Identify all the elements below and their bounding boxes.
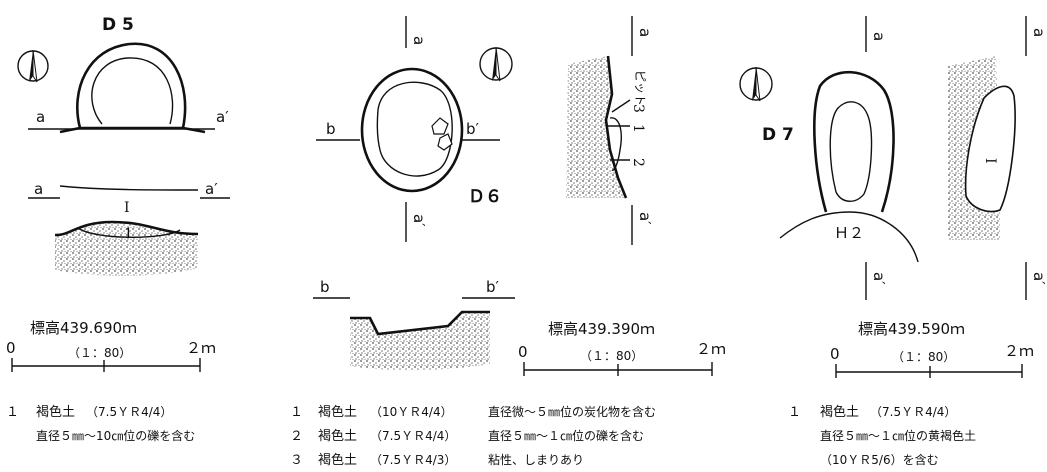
d7-h2-label: Ｈ２ [834, 224, 864, 242]
d7-legend-note: 直径５㎜～１㎝位の黄褐色土 [820, 428, 976, 443]
d5-sec-a2-label: a′ [205, 180, 218, 198]
d6-legend-num-3: ３ [290, 453, 303, 468]
panel-d5: D 5 a a′ a a′ Ⅰ 1 [6, 15, 230, 443]
d6-legend-munsell-2: （7.5ＹＲ4/4） [370, 429, 456, 443]
d7-legend: １ 褐色土 （7.5ＹＲ4/4） 直径５㎜～１㎝位の黄褐色土 （10ＹＲ5/6）… [788, 404, 976, 467]
d6-elevation: 標高439.390ｍ [548, 320, 655, 338]
d7-scale-end: ２ｍ [1004, 342, 1034, 360]
d6-plan-a-label: a [410, 36, 428, 45]
d5-plan: a a′ [28, 42, 229, 134]
d5-scale-end: ２ｍ [186, 339, 216, 357]
d6-legend-note-2: 直径５㎜～１㎝位の礫を含む [488, 428, 644, 443]
d5-scale-bar: 0 （１：80） ２ｍ [6, 339, 216, 372]
d6-plan-b-label: b [326, 120, 336, 138]
panel-d6: a a′ b b′ Ｄ６ b b′ [290, 16, 726, 468]
d6-plan [360, 67, 464, 193]
d5-layer-fill: 1 [124, 226, 133, 242]
d6-legend-note-1: 直径微～５㎜位の炭化物を含む [488, 404, 656, 419]
d7-prof-a-label: a [1030, 28, 1047, 37]
d6-scale-end: ２ｍ [696, 340, 726, 358]
d6-legend-num-2: ２ [290, 429, 303, 444]
d6-scale-zero: 0 [518, 343, 528, 361]
d6-north-arrow-icon [479, 46, 513, 82]
d6-sec-b2-label: b′ [486, 278, 500, 296]
d6-layer-2: 2 [630, 158, 646, 167]
d6-scale-ratio: （１：80） [580, 349, 643, 363]
d5-legend-soil: 褐色土 [36, 404, 75, 420]
d7-plan-a-label: a [870, 32, 888, 41]
d7-north-arrow-icon [739, 66, 773, 102]
d5-section: a a′ Ⅰ 1 [28, 180, 230, 276]
d6-scale-bar: 0 （１：80） ２ｍ [518, 340, 726, 376]
d6-legend: １ 褐色土 （10ＹＲ4/4） 直径微～５㎜位の炭化物を含む ２ 褐色土 （7.… [290, 404, 656, 468]
d7-legend-note2: （10ＹＲ5/6）を含む [820, 452, 939, 467]
d5-scale-ratio: （１：80） [68, 346, 131, 360]
d5-layer-upper: Ⅰ [124, 200, 130, 216]
d7-scale-zero: 0 [830, 345, 840, 363]
d7-elevation: 標高439.590ｍ [858, 320, 965, 338]
d7-prof-a2-label: a′ [1030, 272, 1047, 285]
d6-title: Ｄ６ [468, 187, 502, 207]
d6-sec-b-label: b [320, 278, 330, 296]
d5-legend-munsell: （7.5ＹＲ4/4） [86, 405, 172, 419]
d6-legend-soil-2: 褐色土 [318, 428, 357, 444]
d6-legend-munsell-3: （7.5ＹＲ4/3） [370, 453, 456, 467]
d7-legend-soil: 褐色土 [820, 404, 859, 420]
d5-elevation: 標高439.690ｍ [30, 319, 137, 337]
d6-profile-a: a a′ ピット 3 1 2 [566, 16, 654, 245]
d5-legend-note: 直径５㎜～10㎝位の礫を含む [36, 428, 195, 443]
d5-title: D 5 [102, 15, 134, 35]
d6-legend-munsell-1: （10ＹＲ4/4） [370, 405, 453, 419]
d6-prof-a-label: a [636, 28, 654, 37]
d5-legend-num: １ [6, 405, 19, 420]
d7-plan: Ｈ２ [779, 70, 919, 263]
d5-sec-a-label: a [34, 180, 43, 198]
d7-title: D 7 [762, 125, 794, 145]
d5-north-arrow-icon [17, 49, 49, 83]
d5-plan-a2-label: a′ [216, 108, 229, 126]
d7-scale-ratio: （１：80） [892, 350, 955, 364]
d7-scale-bar: 0 （１：80） ２ｍ [830, 342, 1034, 378]
d6-legend-note-3: 粘性、しまりあり [488, 452, 584, 467]
d6-legend-soil-1: 褐色土 [318, 404, 357, 420]
d6-legend-num-1: １ [290, 405, 303, 420]
d6-plan-a2-label: a′ [410, 214, 428, 227]
panel-d7: D 7 a a′ Ｈ２ a a′ Ⅰ 標高439.590ｍ 0 [739, 16, 1047, 467]
d7-layer-1: Ⅰ [982, 158, 998, 164]
d7-legend-num: １ [788, 405, 801, 420]
d6-section-b: b b′ [313, 278, 515, 371]
d6-pit-label: ピット [633, 70, 647, 106]
d6-layer-1: 1 [630, 124, 646, 133]
d5-scale-zero: 0 [6, 339, 16, 357]
d5-plan-a-label: a [36, 108, 45, 126]
d6-plan-b2-label: b′ [466, 120, 480, 138]
d7-profile: Ⅰ [948, 56, 1016, 240]
d6-prof-a2-label: a′ [636, 212, 654, 225]
d7-legend-munsell: （7.5ＹＲ4/4） [870, 405, 956, 419]
d6-layer-3: 3 [630, 104, 646, 113]
d5-legend: １ 褐色土 （7.5ＹＲ4/4） 直径５㎜～10㎝位の礫を含む [6, 404, 195, 443]
d6-legend-soil-3: 褐色土 [318, 452, 357, 468]
d7-plan-a2-label: a′ [870, 272, 888, 285]
